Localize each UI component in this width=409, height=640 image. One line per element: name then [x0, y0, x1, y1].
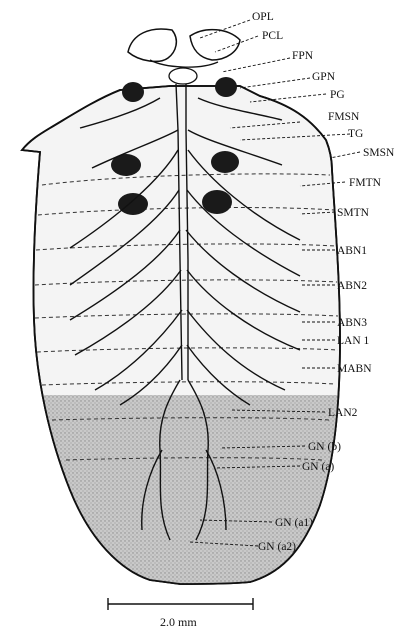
label-smtn: SMTN [337, 207, 370, 219]
label-abn2: ABN2 [337, 280, 367, 292]
label-pg: PG [330, 89, 345, 101]
label-gna: GN (a) [302, 461, 334, 473]
label-gpn: GPN [312, 71, 336, 83]
label-lan1: LAN 1 [337, 335, 370, 347]
label-gna2: GN (a2) [258, 541, 296, 553]
label-pcl: PCL [262, 30, 283, 42]
label-opl: OPL [252, 11, 274, 23]
label-lan2: LAN2 [328, 407, 358, 419]
label-gnb: GN (b) [308, 441, 341, 453]
label-fmtn: FMTN [349, 177, 382, 189]
scale-bar-label: 2.0 mm [160, 615, 197, 629]
label-gna1: GN (a1) [275, 517, 313, 529]
label-mabn: MABN [337, 363, 372, 375]
label-fmsn: FMSN [328, 111, 360, 123]
label-smsn: SMSN [363, 147, 395, 159]
label-abn1: ABN1 [337, 245, 367, 257]
label-tg: TG [348, 128, 363, 140]
label-fpn: FPN [292, 50, 314, 62]
scale-bar: 2.0 mm [108, 598, 253, 629]
head-region [128, 29, 240, 84]
label-abn3: ABN3 [337, 317, 367, 329]
